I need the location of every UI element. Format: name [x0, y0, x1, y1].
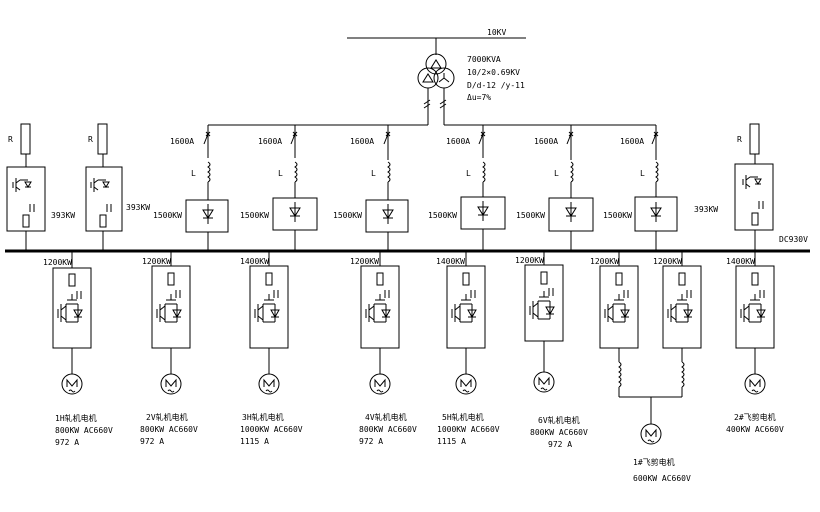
motor-rating: 1000KW AC660V	[437, 425, 500, 434]
dc-bus-label: DC930V	[779, 235, 808, 244]
rectifier-rating: 1500KW	[240, 211, 269, 220]
motor-current: 1115 A	[437, 437, 466, 446]
rectifier-reactor: L	[191, 169, 196, 178]
motor-name: 4V轧机电机	[365, 412, 407, 422]
transformer-impedance: Δu=7%	[467, 93, 491, 102]
inverter-drive: 1200KW	[590, 251, 639, 397]
inverter-drive: 1400KW 3H轧机电机 1000KW AC660V 1115 A	[240, 251, 303, 446]
shared-motor-feed: 1#飞剪电机 600KW AC660V	[619, 396, 691, 483]
rectifier-reactor: L	[554, 169, 559, 178]
hv-bus-label: 10KV	[487, 28, 506, 37]
brake-unit: R 393KW	[85, 123, 150, 250]
inverter-rating: 1200KW	[43, 258, 72, 267]
rectifier-breaker: 1600A	[534, 137, 558, 146]
svg-text:R: R	[737, 135, 742, 144]
rectifier-feeder: 1600A L 1500KW	[153, 125, 229, 250]
rectifier-rating: 1500KW	[333, 211, 362, 220]
motor-name: 2#飞剪电机	[734, 412, 776, 422]
brake-unit: R 393KW	[694, 123, 774, 250]
inverter-drive: 1400KW 5H轧机电机 1000KW AC660V 1115 A	[436, 251, 500, 446]
motor-name: 6V轧机电机	[538, 415, 580, 425]
rectifier-rating: 1500KW	[603, 211, 632, 220]
motor-name: 1#飞剪电机	[633, 457, 675, 467]
rectifier-breaker: 1600A	[350, 137, 374, 146]
brake-resistor-label: R	[88, 135, 93, 144]
motor-rating: 1000KW AC660V	[240, 425, 303, 434]
motor-current: 972 A	[140, 437, 164, 446]
rectifier-reactor: L	[371, 169, 376, 178]
rectifier-reactor: L	[278, 169, 283, 178]
inverter-drive: 1200KW 2V轧机电机 800KW AC660V 972 A	[140, 251, 198, 446]
inverter-rating: 1400KW	[726, 257, 755, 266]
rectifier-feeder: 1600A L 1500KW	[428, 125, 506, 250]
rectifier-rating: 1500KW	[516, 211, 545, 220]
inverter-rating: 1200KW	[515, 256, 544, 265]
inverter-drive: 1400KW 2#飞剪电机 400KW AC660V	[726, 251, 784, 434]
motor-current: 972 A	[359, 437, 383, 446]
transformer-vector-group: D/d-12 /y-11	[467, 81, 525, 90]
rectifier-reactor: L	[640, 169, 645, 178]
motor-current: 1115 A	[240, 437, 269, 446]
motor-name: 1H轧机电机	[55, 413, 97, 423]
brake-rating: 393KW	[126, 203, 150, 212]
rectifier-feeder: 1600A L 1500KW	[240, 125, 318, 250]
motor-rating: 800KW AC660V	[530, 428, 588, 437]
brake-resistor-label: R	[8, 135, 13, 144]
inverter-rating: 1200KW	[350, 257, 379, 266]
brake-unit: R 393KW	[6, 123, 75, 250]
brake-rating: 393KW	[51, 211, 75, 220]
inverter-rating: 1400KW	[240, 257, 269, 266]
transformer-ratio: 10/2×0.69KV	[467, 68, 520, 77]
transformer-icon	[417, 53, 455, 125]
rectifier-breaker: 1600A	[258, 137, 282, 146]
inverter-rating: 1200KW	[653, 257, 682, 266]
rectifier-feeder: 1600A L 1500KW	[516, 125, 594, 250]
motor-rating: 800KW AC660V	[359, 425, 417, 434]
motor-current: 972 A	[548, 440, 572, 449]
motor-rating: 800KW AC660V	[140, 425, 198, 434]
rectifier-breaker: 1600A	[170, 137, 194, 146]
motor-current: 972 A	[55, 438, 79, 447]
rectifier-rating: 1500KW	[428, 211, 457, 220]
brake-rating: 393KW	[694, 205, 718, 214]
rectifier-feeder: 1600A L 1500KW	[603, 125, 678, 250]
inverter-rating: 1200KW	[142, 257, 171, 266]
inverter-drive: 1200KW 4V轧机电机 800KW AC660V 972 A	[350, 251, 417, 446]
motor-rating: 400KW AC660V	[726, 425, 784, 434]
motor-name: 2V轧机电机	[146, 412, 188, 422]
inverter-drive: 1200KW 6V轧机电机 800KW AC660V 972 A	[515, 251, 588, 449]
rectifier-breaker: 1600A	[446, 137, 470, 146]
inverter-rating: 1200KW	[590, 257, 619, 266]
rectifier-breaker: 1600A	[620, 137, 644, 146]
inverter-drive: 1200KW 1H轧机电机 800KW AC660V 972 A	[43, 251, 113, 447]
motor-rating: 800KW AC660V	[55, 426, 113, 435]
inverter-drive: 1200KW	[653, 251, 702, 397]
motor-rating: 600KW AC660V	[633, 474, 691, 483]
transformer-rating: 7000KVA	[467, 55, 501, 64]
rectifier-rating: 1500KW	[153, 211, 182, 220]
motor-name: 5H轧机电机	[442, 412, 484, 422]
inverter-rating: 1400KW	[436, 257, 465, 266]
rectifier-reactor: L	[466, 169, 471, 178]
motor-name: 3H轧机电机	[242, 412, 284, 422]
rectifier-feeder: 1600A L 1500KW	[333, 125, 409, 250]
